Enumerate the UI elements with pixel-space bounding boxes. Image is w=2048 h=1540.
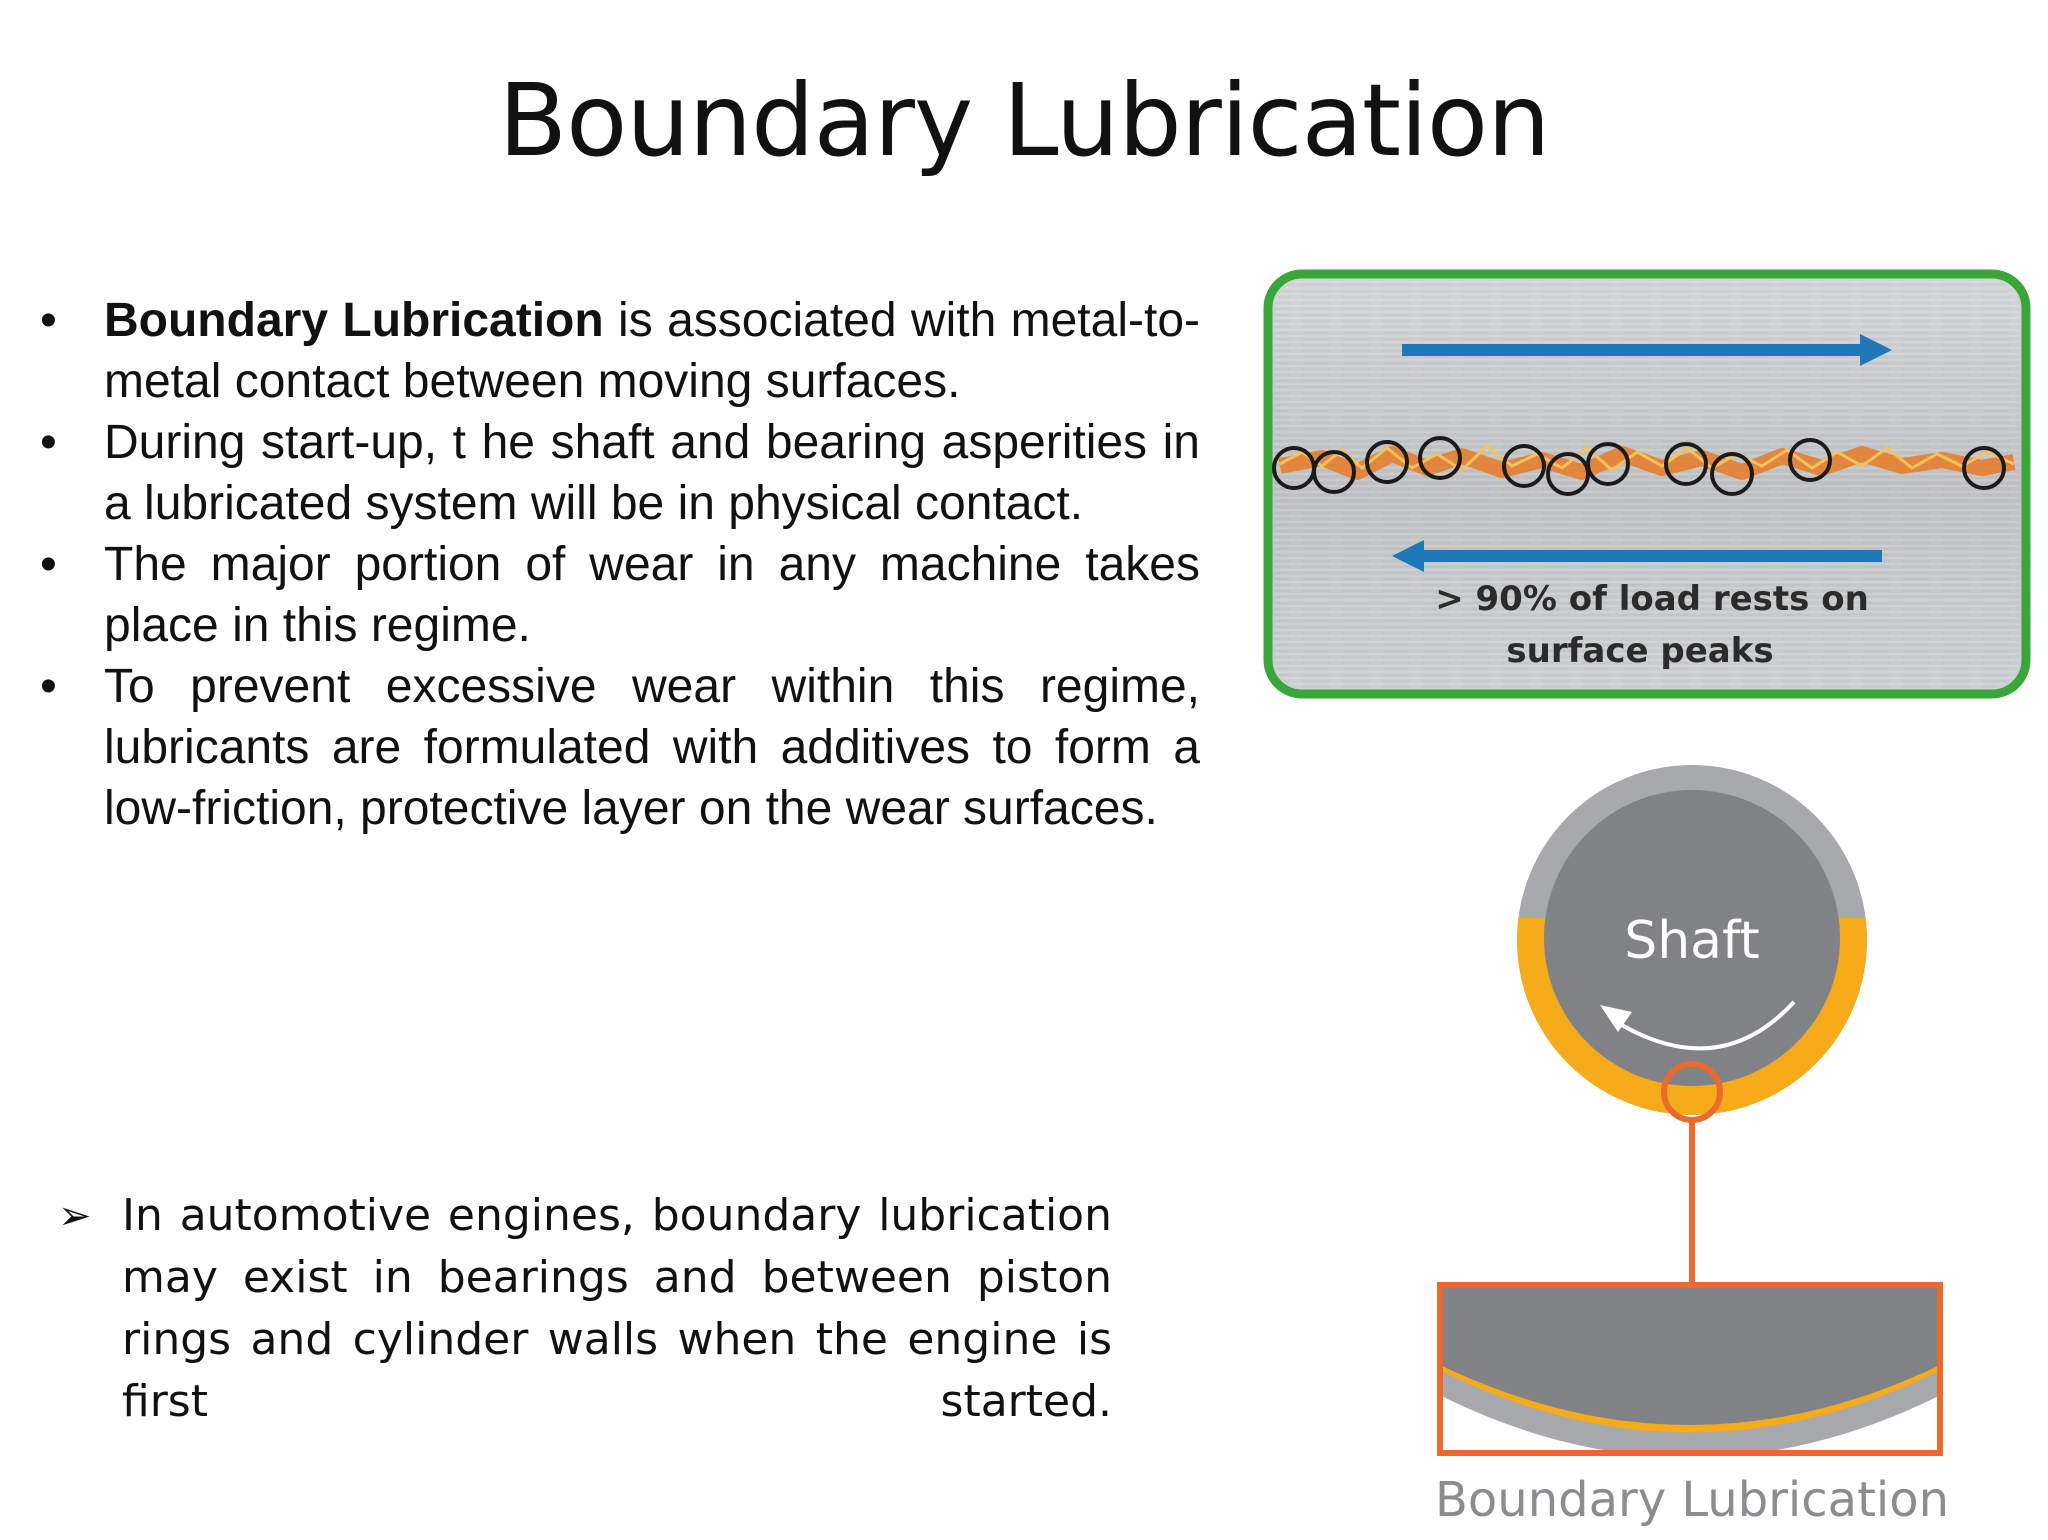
surface-caption-line1: > 90% of load rests on (1435, 579, 1869, 619)
bullet-item: • The major portion of wear in any machin… (40, 534, 1200, 656)
bullet-text: During start-up, t he shaft and bearing … (104, 416, 1200, 530)
shaft-figure-caption: Boundary Lubrication (1435, 1472, 1949, 1528)
bullet-item: • During start-up, t he shaft and bearing… (40, 412, 1200, 534)
contact-circle (1546, 452, 1590, 496)
zoom-shaft-arc (1440, 1285, 1940, 1425)
rotation-arrowhead-icon (1600, 1005, 1632, 1032)
contact-circle (1418, 436, 1462, 480)
bullet-text: The major portion of wear in any machine… (104, 538, 1200, 652)
right-arrowhead-icon (1860, 334, 1892, 366)
bullet-item: • To prevent excessive wear within this r… (40, 656, 1200, 839)
bullet-text: is associated with metal-to-metal contac… (104, 294, 1200, 408)
shaft-label: Shaft (1624, 911, 1760, 971)
bullet-icon: • (40, 294, 57, 347)
bullet-item: • Boundary Lubrication is associated with… (40, 290, 1200, 412)
automotive-note: ➢ In automotive engines, boundary lubric… (58, 1185, 1112, 1433)
rotation-arrow-icon (1618, 1000, 1796, 1051)
surface-contact-figure: > 90% of load rests on surface peaks (1263, 269, 2031, 699)
bullet-list: • Boundary Lubrication is associated with… (40, 290, 1200, 839)
contact-circle (1962, 446, 2006, 490)
contact-circle (1586, 442, 1630, 486)
surface-caption-line2: surface peaks (1506, 631, 1773, 671)
surface-peaks-line (1279, 444, 2015, 472)
note-text: In automotive engines, boundary lubricat… (122, 1190, 1112, 1427)
zoom-box-frame (1437, 1282, 1943, 1456)
contact-circle (1710, 452, 1754, 496)
contact-circle (1312, 450, 1356, 494)
bullet-icon: • (40, 538, 57, 591)
brushed-texture (1274, 280, 2020, 688)
bullet-icon: • (40, 660, 57, 713)
contact-circle (1365, 440, 1409, 484)
bullet-bold-text: Boundary Lubrication (104, 294, 604, 347)
arrow-bullet-icon: ➢ (58, 1193, 92, 1239)
contact-points (1272, 436, 2006, 496)
contact-circle (1788, 438, 1832, 482)
contact-circle (1664, 442, 1708, 486)
contact-circle (1502, 444, 1546, 488)
page-title: Boundary Lubrication (498, 62, 1551, 179)
left-arrowhead-icon (1392, 540, 1424, 572)
bullet-icon: • (40, 416, 57, 469)
bullet-text: To prevent excessive wear within this re… (104, 660, 1200, 835)
shaft-bearing-figure: Shaft Boundary Lubrication (1435, 765, 1949, 1528)
